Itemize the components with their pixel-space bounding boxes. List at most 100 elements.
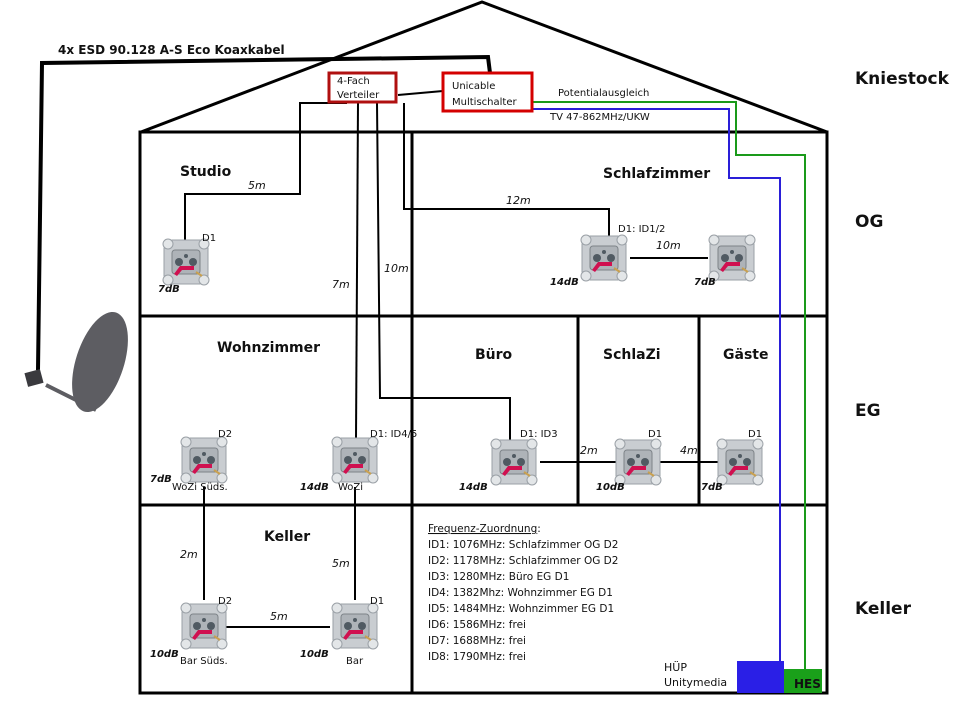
cable-studio [184,102,347,245]
socket-db: 14dB [550,277,579,288]
socket-db: 7dB [701,482,723,493]
satellite-dish-icon [24,311,128,413]
room-label-schlazi: SchlaZi [603,347,661,363]
length-keller-left: 2m [180,548,198,561]
multischalter-label-1: Unicable [452,81,495,92]
room-label-studio: Studio [180,164,232,180]
multischalter-box [441,71,534,113]
frequency-heading: Frequenz-Zuordnung: [428,523,541,535]
length-schlaf-main: 12m [506,194,531,207]
roof-outline [140,0,828,134]
socket-db: 7dB [694,277,716,288]
antenna-socket-icon [716,438,764,486]
length-schlaf-link: 10m [656,239,681,252]
socket-tag: D1 [748,429,762,440]
socket-tag: D2 [218,596,232,607]
frequency-row: ID1: 1076MHz: Schlafzimmer OG D2 [428,539,618,551]
antenna-socket-icon [708,234,756,282]
socket-tag: D2 [218,429,232,440]
hup-label-1: HÜP [664,661,687,674]
verteiler-label-1: 4-Fach [337,76,370,87]
antenna-socket-icon [331,436,379,484]
socket-tag: D1: ID3 [520,429,558,440]
frequency-row: ID6: 1586MHz: frei [428,619,526,631]
antenna-socket-icon [162,238,210,286]
frequency-heading-suffix: : [537,523,541,535]
multischalter-label-2: Multischalter [452,97,517,108]
room-label-gaeste: Gäste [723,347,768,363]
socket-db: 10dB [596,482,625,493]
socket-name: WoZi [338,482,363,493]
frequency-row: ID7: 1688MHz: frei [428,635,526,647]
room-label-keller: Keller [264,529,310,545]
frequency-heading-text: Frequenz-Zuordnung [428,523,537,535]
antenna-socket-icon [180,436,228,484]
socket-buero: D1: ID3 14dB [459,429,558,493]
length-schlazi-gaeste: 4m [680,444,698,457]
socket-wozi-sued: D2 7dB WoZi Süds. [150,429,232,493]
socket-name: Bar [346,656,364,667]
socket-tag: D1: ID1/2 [618,224,665,235]
socket-schlafzimmer-1: D1: ID1/2 14dB [550,224,665,288]
frequency-row: ID8: 1790MHz: frei [428,651,526,663]
frequency-row: ID5: 1484MHz: Wohnzimmer EG D1 [428,603,614,615]
frequency-table: Frequenz-Zuordnung: ID1: 1076MHz: Schlaf… [428,523,618,663]
antenna-socket-icon [490,438,538,486]
socket-db: 10dB [300,649,329,660]
room-label-schlafzimmer: Schlafzimmer [603,166,710,182]
cable-title: 4x ESD 90.128 A-S Eco Koaxkabel [58,43,285,57]
coax-main-cable [36,54,492,371]
cable-buero [376,102,511,440]
length-keller-right: 5m [332,557,350,570]
floor-label-eg: EG [855,401,881,421]
cable-schlafzimmer [403,103,610,240]
socket-tag: D1 [648,429,662,440]
hup-label-2: Unitymedia [664,676,727,689]
socket-name: Bar Süds. [180,656,228,667]
frequency-row: ID2: 1178MHz: Schlafzimmer OG D2 [428,555,618,567]
socket-db: 14dB [300,482,329,493]
hes-label: HES [794,677,821,691]
tv-label: TV 47-862MHz/UKW [549,112,650,123]
length-buero: 10m [384,262,409,275]
antenna-socket-icon [614,438,662,486]
house-outline [138,130,829,695]
socket-bar: D1 10dB Bar [300,596,384,667]
socket-schlafzimmer-2: 7dB [694,234,756,288]
frequency-row: ID3: 1280MHz: Büro EG D1 [428,571,569,583]
room-label-wohnzimmer: Wohnzimmer [217,340,320,356]
socket-db: 7dB [158,284,180,295]
cable-wozi [355,102,359,439]
socket-schlazi: D1 10dB [596,429,662,493]
socket-studio: D1 7dB [158,233,216,295]
verteiler-box [327,71,398,104]
potential-label: Potentialausgleich [558,88,649,99]
socket-db: 14dB [459,482,488,493]
length-keller-link: 5m [270,610,288,623]
socket-bar-sued: D2 10dB Bar Süds. [150,596,232,667]
floor-label-og: OG [855,212,883,232]
socket-tag: D1: ID4/5 [370,429,417,440]
antenna-socket-icon [180,602,228,650]
socket-wozi: D1: ID4/5 14dB WoZi [300,429,417,493]
verteiler-label-2: Verteiler [337,90,380,101]
length-buero-schlazi: 2m [580,444,598,457]
antenna-socket-icon [580,234,628,282]
socket-tag: D1 [370,596,384,607]
hes-box [784,669,822,693]
link-verteiler-multischalter [397,90,444,96]
frequency-row: ID4: 1382Mhz: Wohnzimmer EG D1 [428,587,613,599]
socket-tag: D1 [202,233,216,244]
floor-label-kniestock: Kniestock [855,69,950,89]
socket-db: 10dB [150,649,179,660]
socket-gaeste: D1 7dB [701,429,764,493]
socket-name: WoZi Süds. [172,482,228,493]
antenna-socket-icon [331,602,379,650]
length-studio: 5m [248,179,266,192]
hup-box [737,661,784,693]
room-label-buero: Büro [475,347,513,363]
potentialausgleich-line [532,101,806,670]
floor-label-keller: Keller [855,599,912,619]
length-wozi: 7m [332,278,350,291]
